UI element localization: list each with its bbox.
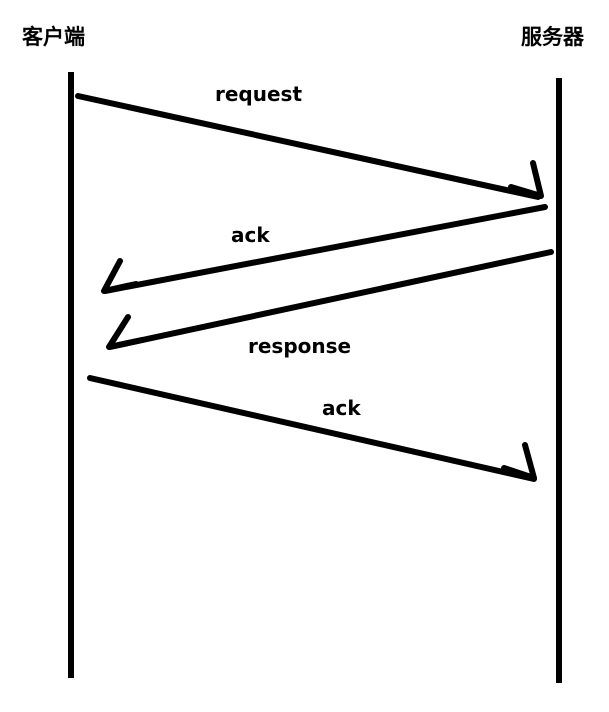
message-label-response: response	[248, 334, 352, 358]
actor-label-server: 服务器	[521, 25, 584, 49]
message-arrow-response	[107, 249, 554, 350]
message-arrow-ack-2	[87, 375, 537, 482]
arrowhead-ack-1-icon	[101, 258, 139, 294]
message-arrow-ack-1	[102, 204, 548, 294]
actor-label-client: 客户端	[22, 25, 85, 49]
message-label-ack-1: ack	[231, 223, 270, 247]
message-label-request: request	[215, 82, 303, 106]
arrowhead-response-icon	[106, 314, 145, 350]
arrowhead-ack-2-icon	[501, 442, 537, 481]
message-arrow-request	[75, 93, 541, 200]
arrowhead-request-icon	[508, 160, 544, 199]
message-label-ack-2: ack	[322, 396, 361, 420]
